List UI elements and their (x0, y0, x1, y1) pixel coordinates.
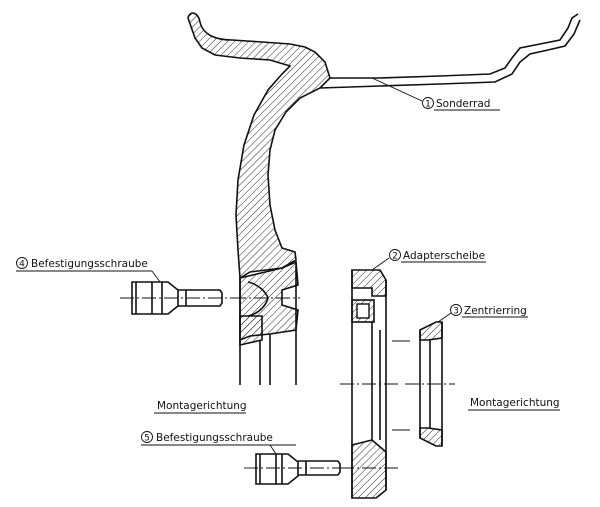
callout-2-number: 2 (392, 252, 398, 262)
callout-4-number: 4 (19, 260, 25, 270)
callout-2-circle (389, 249, 401, 261)
callout-5-circle (141, 431, 153, 443)
bolt-lower (244, 453, 348, 485)
callout-4: 4 Befestigungsschraube (16, 257, 161, 283)
wheel-outer-surface (319, 19, 581, 89)
callout-4-circle (16, 257, 28, 269)
centering-ring (405, 321, 455, 447)
wheel-rim-section (187, 12, 331, 280)
callout-5-number: 5 (144, 434, 150, 444)
mounting-direction-left-label: Montagerichtung (157, 400, 247, 412)
mounting-direction-left: Montagerichtung (154, 400, 247, 414)
callout-5: 5 Befestigungsschraube (141, 431, 296, 455)
wheel-inner-surface (330, 13, 579, 79)
callout-5-label: Befestigungsschraube (156, 432, 273, 444)
adapter-top-section (351, 269, 387, 297)
callout-2: 2 Adapterscheibe (371, 249, 486, 271)
callout-1-label: Sonderrad (436, 98, 490, 110)
special-wheel (187, 12, 581, 385)
adapter-disc (340, 269, 400, 499)
mounting-direction-right-label: Montagerichtung (470, 397, 560, 409)
callout-3: 3 Zentrierring (437, 304, 528, 323)
ring-top-section (419, 321, 443, 341)
callout-4-label: Befestigungsschraube (31, 258, 148, 270)
ring-bottom-section (419, 427, 443, 447)
callout-3-label: Zentrierring (464, 305, 527, 317)
bolt-upper (120, 281, 235, 315)
adapter-bottom-section (351, 439, 387, 499)
callout-1: 1 Sonderrad (371, 77, 500, 111)
callout-1-circle (422, 97, 434, 109)
adapter-insert-core (356, 303, 370, 319)
callout-3-number: 3 (453, 307, 459, 317)
mounting-direction-right: Montagerichtung (468, 397, 560, 411)
wheel-flange-section (239, 315, 263, 347)
bolt-lower-head (255, 453, 299, 485)
callout-3-circle (450, 304, 462, 316)
callout-2-label: Adapterscheibe (403, 250, 485, 262)
callout-1-number: 1 (425, 100, 431, 110)
